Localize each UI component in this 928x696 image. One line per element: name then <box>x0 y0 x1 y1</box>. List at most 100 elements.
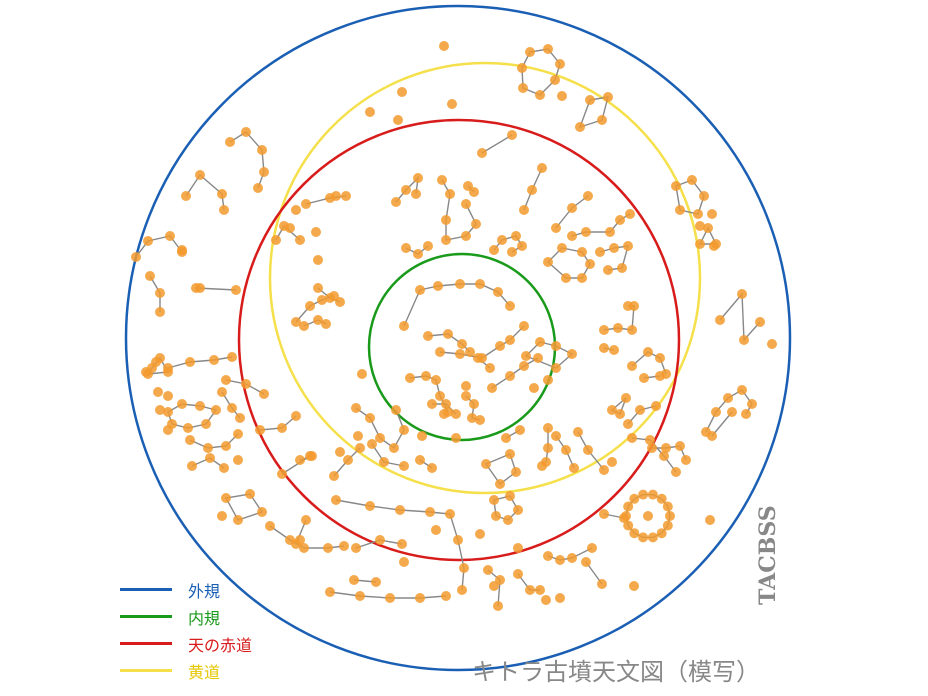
star <box>295 235 305 245</box>
star <box>607 405 617 415</box>
star <box>299 543 309 553</box>
star <box>655 353 665 363</box>
legend-item-equator: 天の赤道 <box>120 630 320 657</box>
star <box>709 241 719 251</box>
star <box>299 321 309 331</box>
star <box>655 371 665 381</box>
star <box>497 235 507 245</box>
star <box>475 415 485 425</box>
star <box>231 285 241 295</box>
star <box>365 501 375 511</box>
star <box>581 557 591 567</box>
star <box>567 203 577 213</box>
star <box>257 507 267 517</box>
star <box>525 585 535 595</box>
star <box>567 349 577 359</box>
star <box>427 463 437 473</box>
star <box>567 231 577 241</box>
star <box>651 401 661 411</box>
star <box>585 95 595 105</box>
star <box>741 409 751 419</box>
legend-swatch-outer <box>120 588 172 591</box>
star <box>469 187 479 197</box>
star <box>483 565 493 575</box>
star <box>441 399 451 409</box>
star <box>195 283 205 293</box>
star <box>295 535 305 545</box>
star <box>629 493 640 504</box>
star <box>656 493 667 504</box>
star <box>671 467 681 477</box>
star <box>329 291 339 301</box>
star <box>375 535 385 545</box>
star <box>505 371 515 381</box>
star <box>415 455 425 465</box>
outer-circle <box>124 4 792 672</box>
star <box>305 301 315 311</box>
star <box>301 199 311 209</box>
star <box>609 243 619 253</box>
star <box>143 236 153 246</box>
star <box>343 455 353 465</box>
star <box>643 511 653 521</box>
star <box>227 352 237 362</box>
star <box>405 373 415 383</box>
star <box>675 441 685 451</box>
star <box>625 209 635 219</box>
star <box>525 47 535 57</box>
star <box>535 337 545 347</box>
star <box>597 115 607 125</box>
star <box>451 433 461 443</box>
star <box>703 223 713 233</box>
star <box>235 413 245 423</box>
star <box>519 321 529 331</box>
constellation-line <box>481 134 513 154</box>
star <box>635 405 645 415</box>
star <box>307 451 317 461</box>
star <box>465 347 475 357</box>
star <box>431 375 441 385</box>
star <box>561 445 571 455</box>
stars <box>131 41 777 611</box>
star <box>291 317 301 327</box>
star <box>656 528 667 539</box>
star <box>493 287 503 297</box>
star <box>447 99 457 109</box>
star <box>477 148 487 158</box>
star <box>233 455 243 465</box>
star <box>399 557 409 567</box>
star <box>219 463 229 473</box>
star <box>599 509 609 519</box>
legend-item-outer: 外規 <box>120 576 320 603</box>
star <box>493 601 503 611</box>
star <box>399 425 409 435</box>
star <box>627 361 637 371</box>
star <box>533 353 543 363</box>
star <box>389 443 399 453</box>
star <box>163 425 173 435</box>
star <box>647 489 658 500</box>
star <box>507 130 517 140</box>
legend-label-equator: 天の赤道 <box>188 635 253 655</box>
star <box>647 532 658 543</box>
star <box>513 505 523 515</box>
star <box>391 405 401 415</box>
star <box>521 351 531 361</box>
star <box>755 317 765 327</box>
star <box>575 122 585 132</box>
star <box>425 507 435 517</box>
star <box>393 115 403 125</box>
star <box>551 431 561 441</box>
star <box>583 445 593 455</box>
constellation-line <box>652 445 687 461</box>
star <box>421 371 431 381</box>
star <box>475 529 485 539</box>
star <box>233 515 243 525</box>
star <box>401 185 411 195</box>
star <box>295 455 305 465</box>
star <box>617 263 627 273</box>
star <box>561 273 571 283</box>
star <box>379 457 389 467</box>
star <box>609 345 619 355</box>
constellation-line <box>491 357 539 389</box>
